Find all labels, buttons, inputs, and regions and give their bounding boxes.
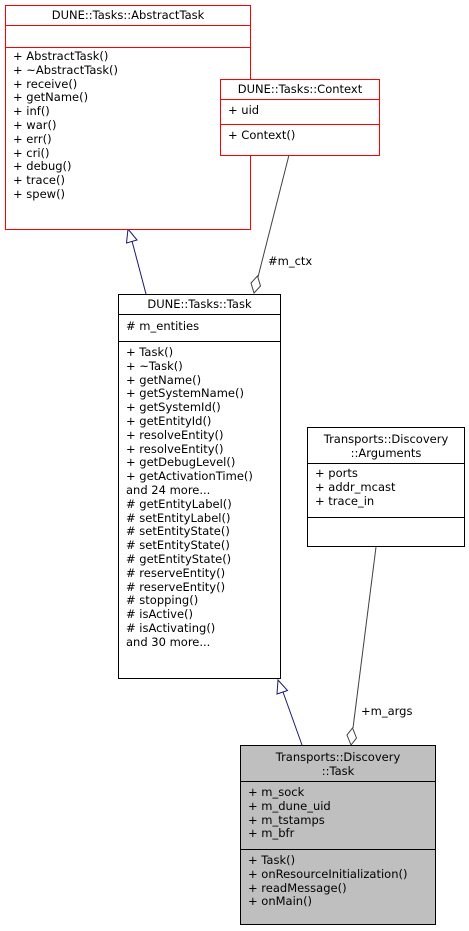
composition-edge-context-task — [257, 154, 290, 278]
operation: + resolveEntity() — [126, 441, 224, 456]
attribute: + m_bfr — [248, 826, 295, 841]
composition-diamond-icon — [346, 727, 358, 746]
attribute: + m_tstamps — [248, 812, 325, 827]
class-box-context[interactable]: DUNE::Tasks::Context + uid + Context() — [220, 79, 380, 156]
class-title-line: DUNE::Tasks::AbstractTask — [51, 8, 205, 22]
operation: # reserveEntity() — [126, 579, 226, 594]
class-title-line: Transports::Discovery — [323, 432, 449, 446]
operation: + debug() — [13, 159, 72, 174]
operation: + ~AbstractTask() — [13, 62, 118, 77]
class-title: Transports::Discovery ::Arguments — [308, 428, 464, 463]
class-title-line: ::Arguments — [350, 446, 422, 460]
attribute: + ports — [315, 466, 358, 480]
attribute: + addr_mcast — [315, 479, 396, 494]
operation: + getName() — [13, 90, 89, 105]
class-title-line: ::Task — [321, 764, 355, 778]
class-box-arguments[interactable]: Transports::Discovery ::Arguments + port… — [307, 427, 465, 547]
class-title-line: DUNE::Tasks::Task — [147, 297, 252, 311]
attributes-section: + uid — [221, 99, 379, 124]
operation-more: and 30 more... — [126, 634, 211, 649]
inheritance-edge-task-abstracttask — [131, 240, 147, 295]
operation: + getSystemId() — [126, 400, 221, 415]
attribute: + m_sock — [248, 785, 305, 799]
operation: + inf() — [13, 104, 50, 119]
operation-more: and 24 more... — [126, 482, 211, 497]
operations-section: + AbstractTask() + ~AbstractTask() + rec… — [6, 47, 250, 204]
operation: # isActive() — [126, 607, 194, 622]
operation: + ~Task() — [126, 358, 183, 373]
attributes-section — [6, 25, 250, 47]
operation: + onMain() — [248, 894, 313, 909]
edge-label-m-args: +m_args — [361, 704, 413, 718]
class-title: DUNE::Tasks::AbstractTask — [6, 6, 250, 25]
operation: + trace() — [13, 173, 65, 188]
composition-diamond-icon — [250, 275, 262, 294]
operation: + Task() — [248, 853, 296, 867]
attribute: # m_entities — [126, 319, 200, 333]
class-title-line: DUNE::Tasks::Context — [237, 82, 363, 96]
operations-section — [308, 517, 464, 543]
class-title: DUNE::Tasks::Task — [119, 295, 280, 314]
operation: + getDebugLevel() — [126, 455, 236, 470]
class-title-line: Transports::Discovery — [275, 750, 401, 764]
operation: + getSystemName() — [126, 386, 244, 401]
operation: + Task() — [126, 345, 174, 359]
operation: + cri() — [13, 145, 50, 160]
class-title: DUNE::Tasks::Context — [221, 80, 379, 99]
operation: + spew() — [13, 186, 66, 201]
operation: # getEntityLabel() — [126, 496, 232, 511]
attribute: + m_dune_uid — [248, 798, 331, 813]
operation: + getName() — [126, 372, 202, 387]
operation: + resolveEntity() — [126, 427, 224, 442]
operation: + AbstractTask() — [13, 49, 109, 63]
class-box-discovery-task[interactable]: Transports::Discovery ::Task + m_sock + … — [240, 745, 436, 925]
operation: # reserveEntity() — [126, 565, 226, 580]
operation: + getActivationTime() — [126, 469, 253, 484]
class-box-abstract-task[interactable]: DUNE::Tasks::AbstractTask + AbstractTask… — [5, 5, 251, 230]
edge-label-m-ctx: #m_ctx — [268, 254, 313, 268]
class-box-task[interactable]: DUNE::Tasks::Task # m_entities + Task() … — [118, 294, 281, 679]
attribute: + trace_in — [315, 493, 375, 508]
attributes-section: # m_entities — [119, 314, 280, 341]
operations-section: + Context() — [221, 124, 379, 145]
class-title: Transports::Discovery ::Task — [241, 746, 435, 781]
operation: + err() — [13, 131, 52, 146]
operation: # isActivating() — [126, 620, 216, 635]
attributes-section: + m_sock + m_dune_uid + m_tstamps + m_bf… — [241, 781, 435, 849]
operation: + Context() — [228, 128, 296, 142]
attributes-section: + ports + addr_mcast + trace_in — [308, 463, 464, 517]
operation: # setEntityState() — [126, 538, 230, 553]
operation: # stopping() — [126, 593, 199, 608]
inheritance-edge-discoverytask-task — [282, 691, 303, 746]
operation: # setEntityState() — [126, 524, 230, 539]
attribute: + uid — [228, 103, 260, 117]
inheritance-arrowhead-icon — [125, 227, 138, 244]
operation: + onResourceInitialization() — [248, 866, 408, 881]
operation: + readMessage() — [248, 880, 347, 895]
operations-section: + Task() + onResourceInitialization() + … — [241, 849, 435, 911]
operation: + receive() — [13, 76, 78, 91]
operation: # setEntityLabel() — [126, 510, 231, 525]
inheritance-arrowhead-icon — [276, 678, 289, 695]
operations-section: + Task() + ~Task() + getName() + getSyst… — [119, 341, 280, 652]
operation: + getEntityId() — [126, 413, 212, 428]
operation: + war() — [13, 117, 57, 132]
composition-edge-arguments-discoverytask — [352, 546, 377, 729]
operation: # getEntityState() — [126, 551, 232, 566]
